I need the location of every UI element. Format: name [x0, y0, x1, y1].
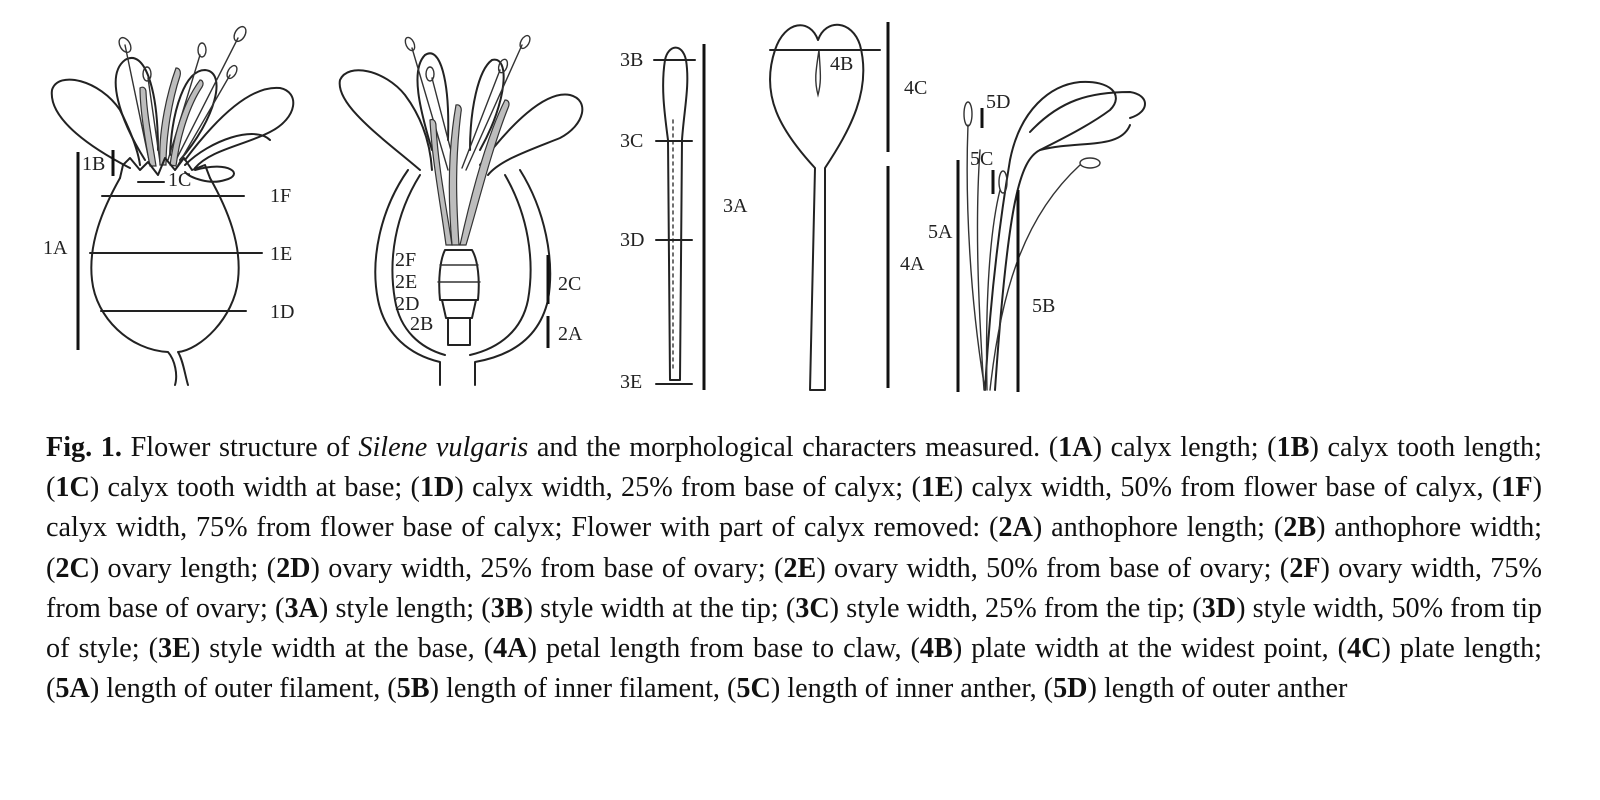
- label-2B: 2B: [410, 313, 433, 335]
- character-code: 1A: [1058, 432, 1093, 463]
- character-description: ) ovary width, 25% from base of ovary; (: [310, 552, 784, 584]
- label-3E: 3E: [620, 371, 642, 393]
- label-5D: 5D: [986, 91, 1010, 113]
- species-name: Silene vulgaris: [358, 432, 529, 463]
- character-code: 5D: [1053, 673, 1088, 705]
- character-code: 2C: [55, 552, 90, 584]
- panel-2-ovary-drawing: [338, 34, 584, 386]
- label-5B: 5B: [1032, 295, 1055, 317]
- panel-1-calyx-drawing: [50, 25, 295, 386]
- character-code: 4A: [493, 633, 528, 665]
- character-code: 2A: [998, 512, 1033, 544]
- label-3C: 3C: [620, 130, 643, 152]
- character-description: ) calyx length; (: [1092, 432, 1277, 463]
- label-2F: 2F: [395, 249, 416, 271]
- panel-3-style-drawing: [653, 44, 706, 390]
- character-code: 4C: [1347, 633, 1382, 665]
- character-code: 5B: [396, 673, 430, 705]
- character-description: ) style length; (: [318, 592, 491, 624]
- character-code: 1D: [419, 472, 455, 504]
- character-description: ) calyx tooth width at base; (: [89, 472, 420, 504]
- label-5C: 5C: [970, 148, 993, 170]
- figure-number: Fig. 1.: [46, 432, 122, 463]
- character-description: ) calyx tooth length; (: [46, 432, 1542, 504]
- character-description: ) length of outer filament, (: [89, 673, 397, 705]
- character-code: 3D: [1201, 592, 1237, 624]
- label-5A: 5A: [928, 221, 953, 243]
- character-description: ) ovary width, 50% from base of ovary; (: [816, 552, 1290, 584]
- label-2C: 2C: [558, 273, 581, 295]
- character-code: 5A: [55, 673, 90, 705]
- label-2D: 2D: [395, 293, 419, 315]
- label-4B: 4B: [830, 53, 853, 75]
- character-code: 3C: [795, 592, 830, 624]
- label-1E: 1E: [270, 243, 292, 265]
- figure-illustration: 1A 1B 1C 1D 1E 1F 2F 2E 2D 2B: [43, 22, 1146, 393]
- character-description: ) plate width at the widest point, (: [952, 633, 1348, 665]
- character-description: ) calyx width, 50% from flower base of c…: [953, 472, 1502, 504]
- panel-4-petal-drawing: [769, 22, 890, 391]
- character-code: 3E: [157, 633, 191, 665]
- character-description: ) anthophore length; (: [1032, 512, 1284, 544]
- character-code: 1E: [920, 472, 954, 504]
- character-code: 4B: [919, 633, 953, 665]
- character-code: 1C: [55, 472, 90, 504]
- character-description: ) style width at the tip; (: [523, 592, 796, 624]
- character-description: ) style width, 25% from the tip; (: [829, 592, 1202, 624]
- character-description: ) calyx width, 75% from flower base of c…: [46, 472, 1542, 544]
- character-description: ) style width at the base, (: [190, 633, 494, 665]
- character-code: 3B: [490, 592, 524, 624]
- character-code: 2B: [1283, 512, 1317, 544]
- label-3D: 3D: [620, 229, 644, 251]
- character-description: ) length of outer anther: [1087, 673, 1348, 705]
- character-description: ) plate length; (: [46, 633, 1543, 705]
- label-2A: 2A: [558, 323, 583, 345]
- character-description: ) petal length from base to claw, (: [527, 633, 920, 665]
- panel-5-stamen-drawing: [956, 80, 1146, 392]
- label-4C: 4C: [904, 77, 927, 99]
- label-3A: 3A: [723, 195, 748, 217]
- character-description: ) anthophore width; (: [46, 512, 1542, 584]
- character-description: ) length of inner filament, (: [429, 673, 737, 705]
- label-3B: 3B: [620, 49, 643, 71]
- character-code: 3A: [284, 592, 319, 624]
- caption-text: and the morphological characters measure…: [528, 432, 1059, 463]
- label-4A: 4A: [900, 253, 925, 275]
- label-1B: 1B: [82, 153, 105, 175]
- character-description: ) ovary width, 75% from base of ovary; (: [46, 552, 1542, 624]
- character-code: 1F: [1501, 472, 1533, 504]
- character-description: ) style width, 50% from tip of style; (: [46, 592, 1543, 665]
- label-1D: 1D: [270, 301, 294, 323]
- character-code: 1B: [1276, 432, 1310, 463]
- character-code: 2F: [1289, 552, 1321, 584]
- character-code: 2D: [276, 552, 311, 584]
- label-1C: 1C: [168, 169, 191, 191]
- label-1A: 1A: [43, 237, 68, 259]
- label-1F: 1F: [270, 185, 291, 207]
- character-description: ) calyx width, 25% from base of calyx; (: [454, 472, 921, 504]
- character-code: 2E: [783, 552, 817, 584]
- character-description: ) ovary length; (: [89, 552, 277, 584]
- character-description: ) length of inner anther, (: [770, 673, 1054, 705]
- caption-text: Flower structure of: [121, 432, 359, 463]
- label-2E: 2E: [395, 271, 417, 293]
- figure-caption: Fig. 1. Flower structure of Silene vulga…: [46, 428, 1542, 709]
- character-code: 5C: [736, 673, 771, 705]
